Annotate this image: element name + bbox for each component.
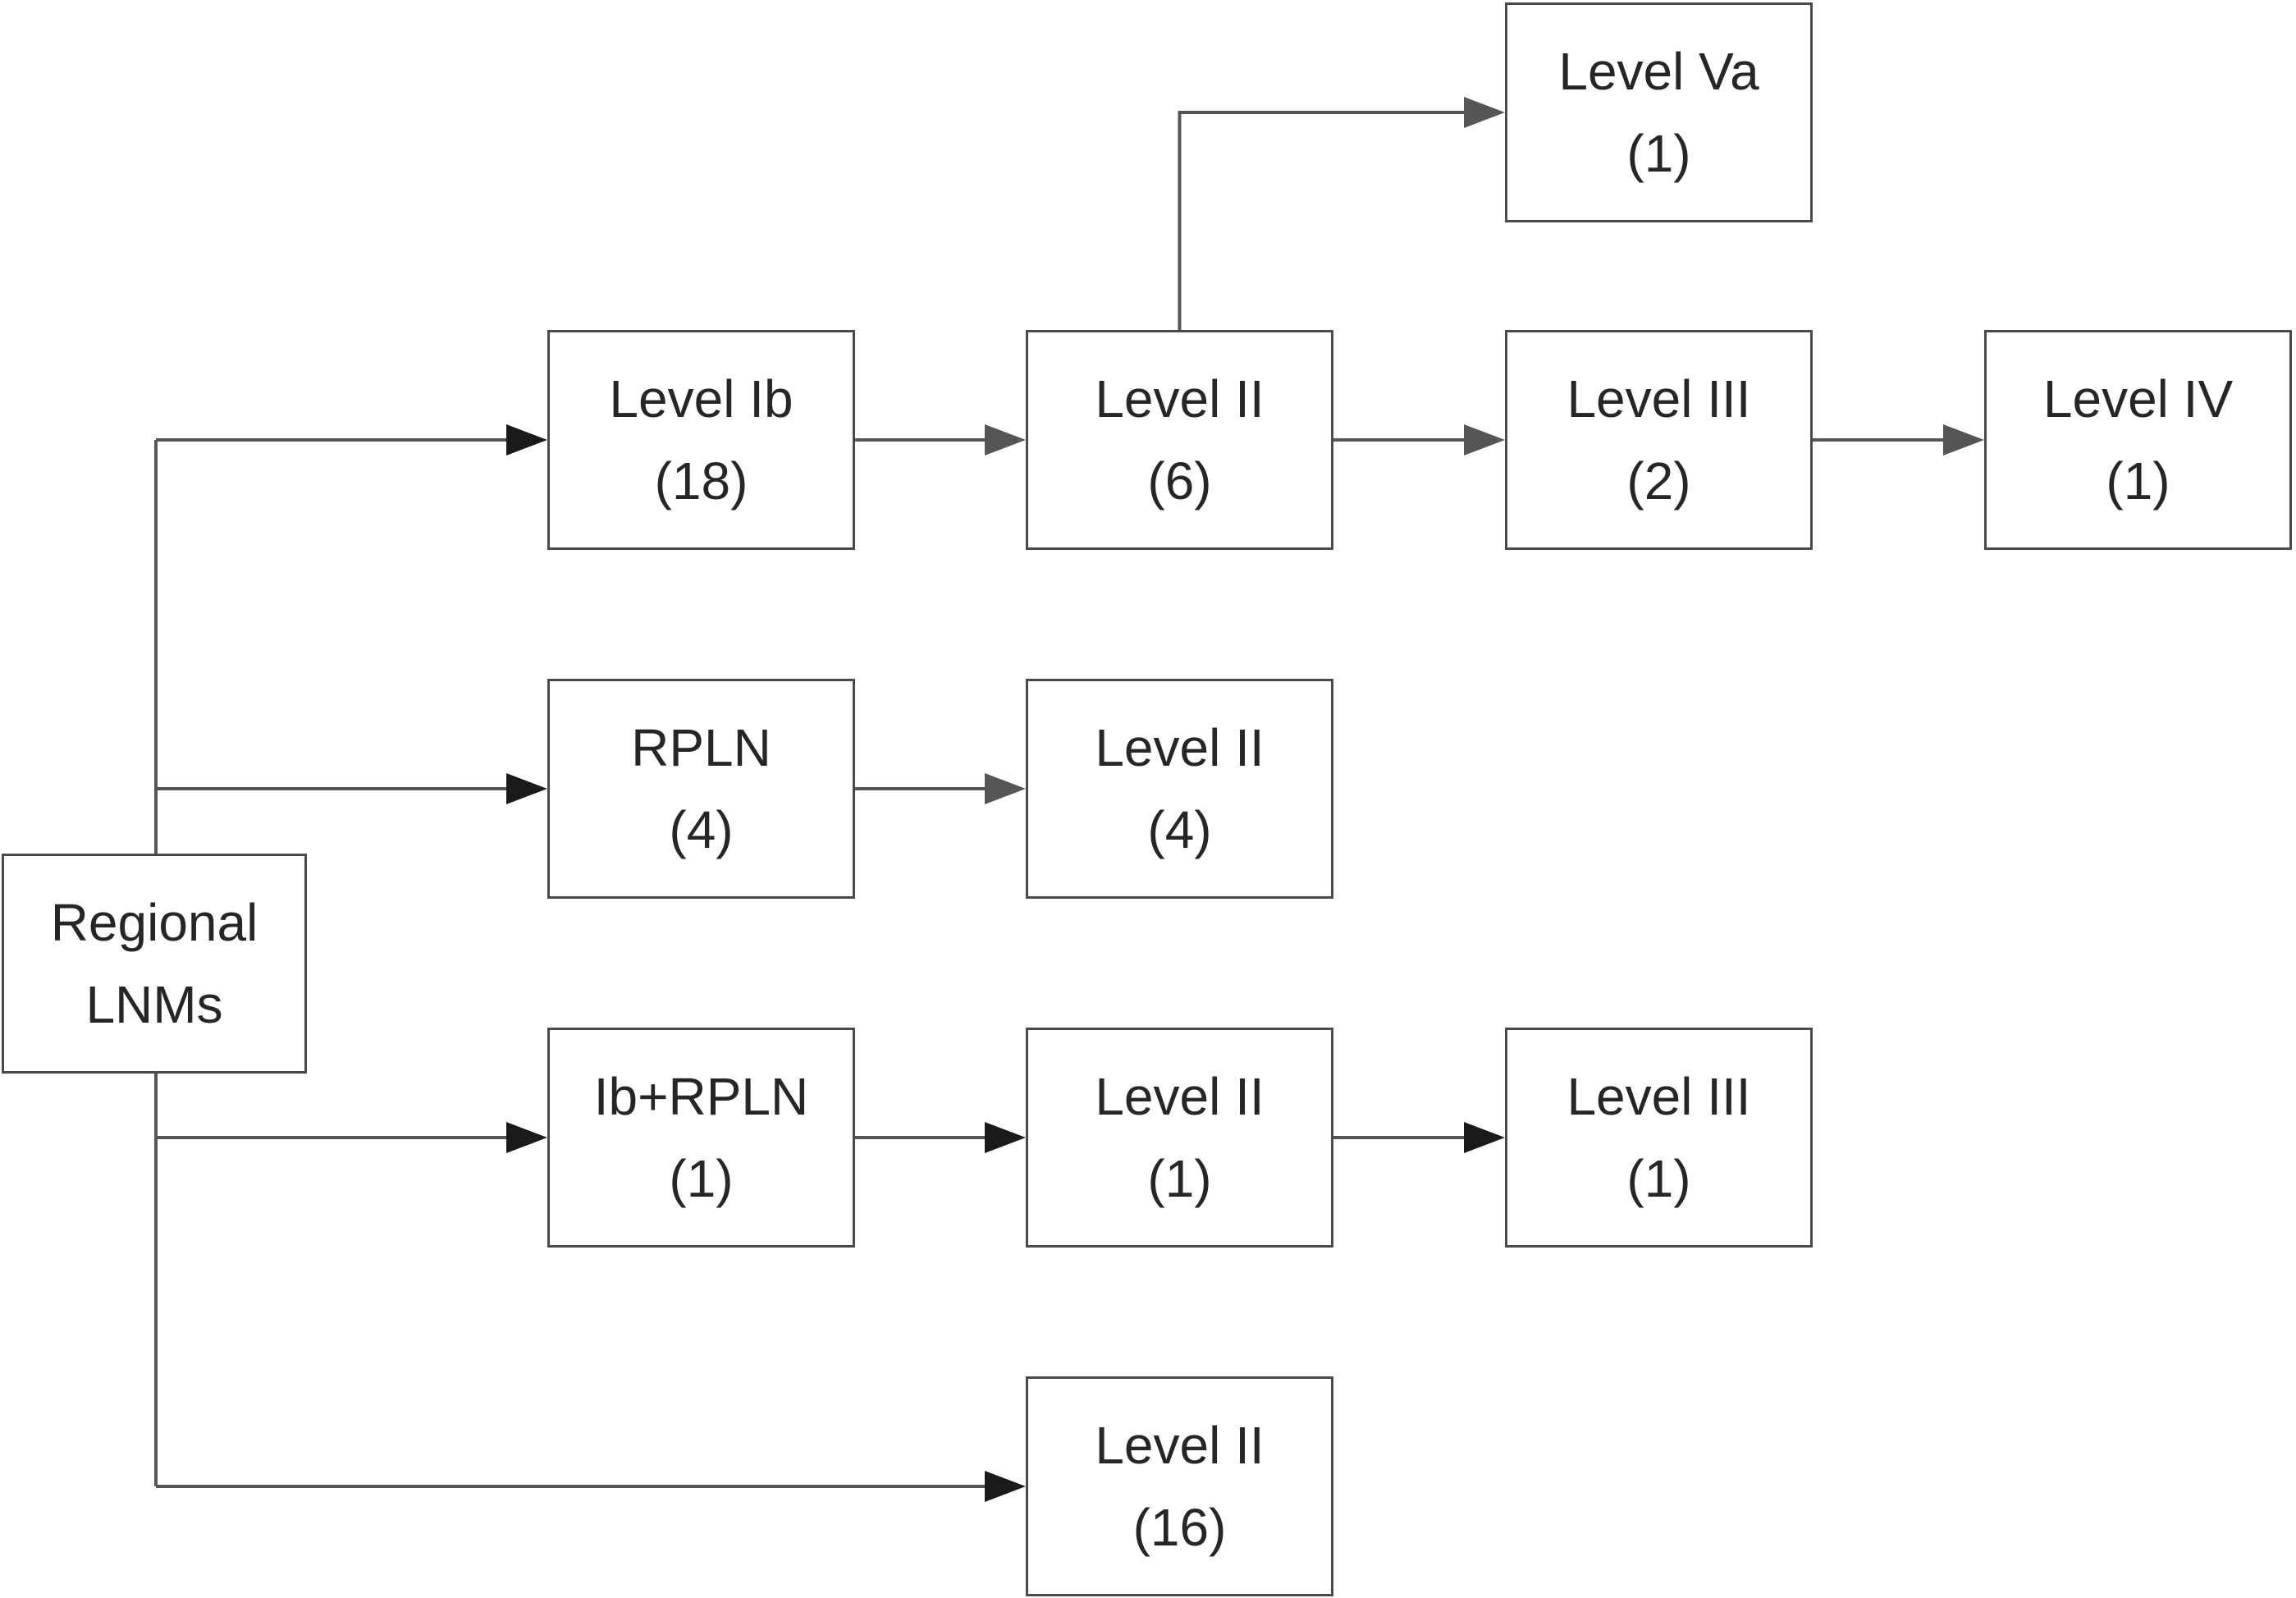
- node-level-iii-bottom-line2: (1): [1626, 1149, 1691, 1208]
- node-ib-rpln-line1: Ib+RPLN: [593, 1067, 809, 1126]
- node-level-ii-from-ib-line1: Level II: [1095, 369, 1265, 428]
- node-regional-lnms: Regional LNMs: [2, 854, 307, 1074]
- node-level-ii-from-rpln-line2: (4): [1147, 800, 1212, 859]
- edge-iii_top-to-iv-arrowhead: [1943, 424, 1984, 456]
- edge-regional-to-ib_rpln-arrowhead: [506, 1122, 547, 1153]
- edge-ii_top-to-va-arrowhead: [1464, 97, 1505, 128]
- edge-ii_ibrpln-to-iii_bottom-arrowhead: [1464, 1122, 1505, 1153]
- node-level-iv-line1: Level IV: [2042, 369, 2234, 428]
- node-level-ii-from-ib-line2: (6): [1147, 451, 1212, 511]
- node-regional-lnms-line2: LNMs: [85, 975, 223, 1034]
- node-level-iii-bottom: Level III (1): [1505, 1028, 1813, 1248]
- node-level-ii-from-rpln-line1: Level II: [1095, 718, 1265, 777]
- edge-rpln-to-ii_rpln-arrowhead: [985, 773, 1026, 804]
- node-level-ii-from-ib-rpln-line2: (1): [1147, 1149, 1212, 1208]
- node-level-ii-direct-line2: (16): [1132, 1498, 1227, 1557]
- node-rpln-line2: (4): [669, 800, 734, 859]
- node-level-ii-from-ib-rpln: Level II (1): [1026, 1028, 1333, 1248]
- node-level-iii-top: Level III (2): [1505, 330, 1813, 550]
- node-level-ii-direct-line1: Level II: [1095, 1416, 1265, 1475]
- node-ib-rpln-line2: (1): [669, 1149, 734, 1208]
- node-level-ib-line1: Level Ib: [609, 369, 794, 428]
- node-rpln: RPLN (4): [547, 679, 855, 899]
- node-level-ib: Level Ib (18): [547, 330, 855, 550]
- node-level-va: Level Va (1): [1505, 2, 1813, 222]
- node-level-iii-bottom-line1: Level III: [1566, 1067, 1751, 1126]
- node-level-va-line2: (1): [1626, 124, 1691, 183]
- edge-ib_rpln-to-ii_ibrpln-arrowhead: [985, 1122, 1026, 1153]
- node-level-ib-line2: (18): [654, 451, 748, 511]
- node-level-iv: Level IV (1): [1984, 330, 2292, 550]
- node-level-ii-from-rpln: Level II (4): [1026, 679, 1333, 899]
- node-level-va-line1: Level Va: [1558, 42, 1759, 101]
- node-rpln-line1: RPLN: [631, 718, 771, 777]
- edge-regional-to-rpln-arrowhead: [506, 773, 547, 804]
- edge-regional-to-ib-arrowhead: [506, 424, 547, 456]
- edge-ii_top-to-va-line: [1178, 111, 1466, 330]
- edge-ii_top-to-iii_top-arrowhead: [1464, 424, 1505, 456]
- edge-regional-to-ii_direct-arrowhead: [985, 1471, 1026, 1502]
- node-level-ii-from-ib-rpln-line1: Level II: [1095, 1067, 1265, 1126]
- edge-ib-to-ii_top-arrowhead: [985, 424, 1026, 456]
- node-level-ii-from-ib: Level II (6): [1026, 330, 1333, 550]
- node-level-iv-line2: (1): [2106, 451, 2170, 511]
- node-level-iii-top-line1: Level III: [1566, 369, 1751, 428]
- node-level-ii-direct: Level II (16): [1026, 1376, 1333, 1596]
- node-ib-rpln: Ib+RPLN (1): [547, 1028, 855, 1248]
- node-level-iii-top-line2: (2): [1626, 451, 1691, 511]
- node-regional-lnms-line1: Regional: [50, 893, 258, 952]
